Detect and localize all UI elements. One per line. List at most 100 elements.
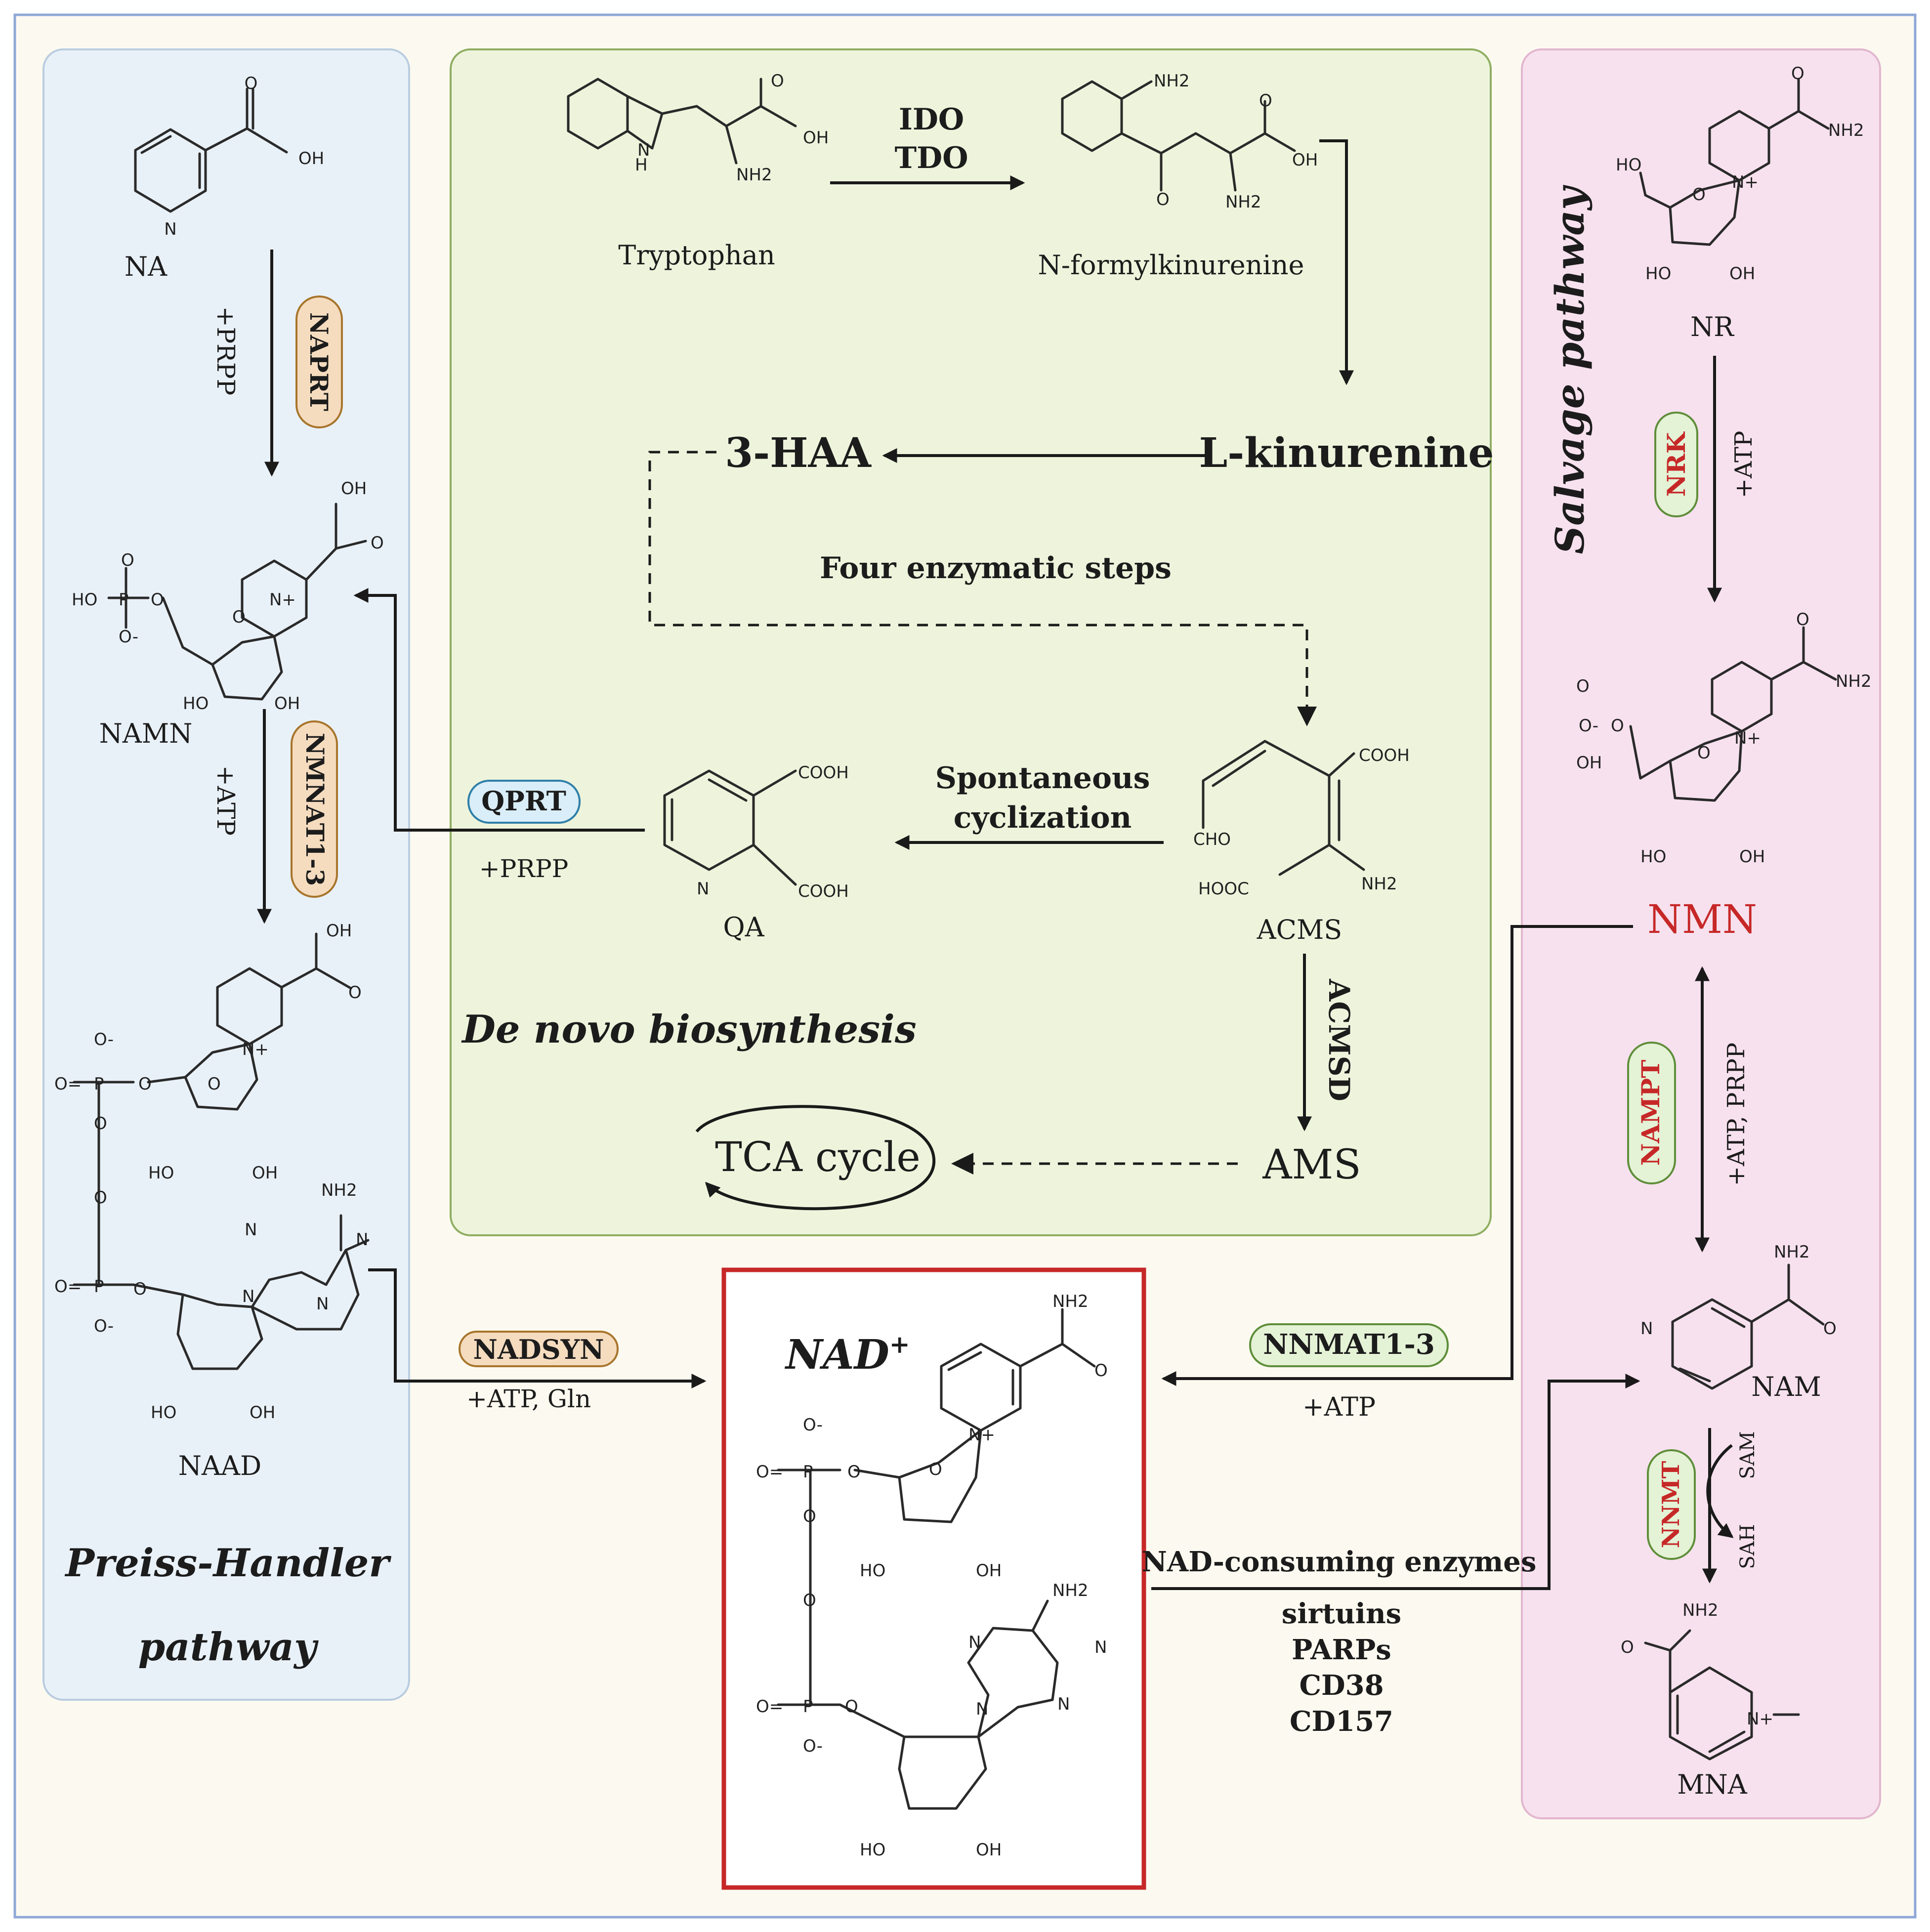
- na-structure: O OH N: [134, 74, 324, 239]
- svg-text:HO: HO: [1645, 264, 1671, 284]
- svg-text:N+: N+: [242, 1040, 269, 1059]
- svg-text:N: N: [1640, 1319, 1653, 1339]
- svg-text:COOH: COOH: [1359, 746, 1410, 765]
- svg-text:O: O: [208, 1074, 221, 1094]
- atom-label: N: [164, 219, 176, 239]
- consumer-cd157: CD157: [1290, 1705, 1393, 1738]
- nr-structure: O NH2 N+ O HO HO OH: [1616, 64, 1864, 284]
- cofactor-atp-nnmat: +ATP: [1302, 1392, 1376, 1422]
- preiss-title-line1: Preiss-Handler: [64, 1541, 391, 1586]
- svg-text:O: O: [929, 1460, 942, 1479]
- arrow-naad-nad: [368, 1268, 707, 1388]
- tryptophan-structure: O OH NH2 H N: [567, 71, 829, 185]
- svg-text:NAMPT: NAMPT: [1636, 1060, 1665, 1166]
- dashed-arrowhead-tca: [951, 1153, 973, 1175]
- svg-text:HO: HO: [1616, 155, 1641, 175]
- svg-text:O: O: [371, 533, 384, 553]
- preiss-handler-panel: [42, 48, 410, 1701]
- tca-cycle: TCA cycle: [695, 1105, 936, 1211]
- svg-text:P: P: [94, 1277, 104, 1297]
- svg-text:O: O: [847, 1462, 861, 1482]
- svg-text:O: O: [232, 607, 246, 627]
- consumer-cd38: CD38: [1299, 1669, 1384, 1702]
- qa-structure: COOH COOH N: [663, 763, 849, 901]
- svg-text:OH: OH: [976, 1561, 1002, 1581]
- denovo-title: De novo biosynthesis: [461, 1007, 917, 1052]
- namn-structure: OH O N+ O P HO O O- O HO OH: [72, 479, 384, 714]
- label-qa: QA: [723, 912, 764, 943]
- svg-text:TCA cycle: TCA cycle: [715, 1134, 921, 1181]
- nmn-structure: O NH2 N+ O O O- P OH O HO OH: [1576, 610, 1872, 867]
- label-3haa: 3-HAA: [725, 429, 872, 477]
- svg-text:O: O: [1621, 1638, 1634, 1657]
- svg-text:O: O: [94, 1188, 107, 1208]
- svg-text:O-: O-: [803, 1736, 823, 1756]
- enzyme-acmsd: ACMSD: [1322, 978, 1356, 1101]
- svg-text:N: N: [245, 1220, 257, 1240]
- cofactor-sam: SAM: [1736, 1431, 1759, 1479]
- cofactor-atp-nrk: +ATP: [1730, 431, 1758, 499]
- arrow-nad-nam: [1151, 1374, 1640, 1590]
- svg-text:N: N: [242, 1287, 254, 1306]
- enzyme-nnmat: NNMAT1-3: [1249, 1323, 1449, 1367]
- svg-text:O: O: [845, 1697, 858, 1717]
- enzyme-nnmt: NNMT: [1647, 1449, 1696, 1560]
- cofactor-atp: +ATP: [211, 765, 240, 836]
- svg-text:O: O: [1697, 743, 1711, 763]
- svg-text:NH2: NH2: [736, 165, 772, 185]
- cofactor-sah: SAH: [1736, 1524, 1759, 1569]
- svg-text:HO: HO: [148, 1163, 174, 1183]
- svg-text:N: N: [1057, 1694, 1070, 1714]
- svg-text:O: O: [1156, 190, 1170, 210]
- svg-text:NH2: NH2: [1774, 1242, 1810, 1262]
- nad-structure: NH2 O N+ O O O- O= P O O O= P O- O HO OH…: [756, 1292, 1108, 1860]
- svg-text:N: N: [316, 1294, 329, 1314]
- label-nfk: N-formylkinurenine: [1038, 250, 1304, 281]
- svg-text:O: O: [1576, 676, 1590, 696]
- svg-text:H: H: [635, 155, 648, 175]
- svg-text:O: O: [348, 983, 362, 1003]
- svg-text:NMNAT1-3: NMNAT1-3: [300, 733, 330, 886]
- svg-text:N+: N+: [1732, 172, 1759, 192]
- svg-text:NH2: NH2: [1682, 1600, 1719, 1620]
- svg-text:NADSYN: NADSYN: [473, 1334, 604, 1365]
- svg-text:O: O: [133, 1279, 147, 1299]
- svg-text:N: N: [968, 1633, 981, 1652]
- label-nr: NR: [1690, 311, 1734, 342]
- svg-text:NH2: NH2: [1828, 121, 1864, 140]
- label-nmn: NMN: [1647, 896, 1757, 942]
- svg-text:P: P: [803, 1697, 813, 1717]
- dashed-path-haa-acms: [648, 451, 1308, 724]
- svg-text:HO: HO: [860, 1840, 885, 1860]
- label-nad: NAD+: [784, 1330, 910, 1379]
- svg-text:NH2: NH2: [1052, 1292, 1089, 1311]
- svg-text:P: P: [803, 1462, 813, 1482]
- salvage-title: Salvage pathway: [1547, 184, 1593, 554]
- svg-text:OH: OH: [274, 694, 300, 714]
- cofactor-atp-gln: +ATP, Gln: [466, 1385, 591, 1413]
- svg-text:O: O: [94, 1114, 107, 1134]
- label-tryptophan: Tryptophan: [618, 240, 775, 271]
- svg-text:NH2: NH2: [1154, 71, 1190, 91]
- dashed-arrowhead: [1297, 707, 1317, 726]
- note-spontaneous: Spontaneous: [935, 761, 1150, 796]
- svg-text:O: O: [1094, 1361, 1108, 1381]
- svg-text:N+: N+: [269, 590, 296, 610]
- svg-text:N: N: [356, 1230, 368, 1250]
- svg-text:NNMAT1-3: NNMAT1-3: [1263, 1328, 1435, 1361]
- enzyme-nrk: NRK: [1654, 412, 1698, 517]
- svg-text:NAPRT: NAPRT: [304, 312, 334, 411]
- svg-text:COOH: COOH: [798, 882, 849, 901]
- note-nad-consuming: NAD-consuming enzymes: [1142, 1546, 1537, 1578]
- svg-text:P: P: [94, 1074, 104, 1094]
- arrow-nmn-nad: [1161, 925, 1633, 1386]
- svg-text:O: O: [1791, 64, 1804, 84]
- label-naad: NAAD: [178, 1450, 262, 1481]
- atom-label: OH: [298, 149, 324, 168]
- svg-text:N: N: [976, 1699, 988, 1719]
- note-four-steps: Four enzymatic steps: [820, 551, 1172, 586]
- label-ams: AMS: [1262, 1141, 1361, 1188]
- svg-text:NNMT: NNMT: [1657, 1461, 1685, 1548]
- svg-text:O: O: [121, 550, 134, 570]
